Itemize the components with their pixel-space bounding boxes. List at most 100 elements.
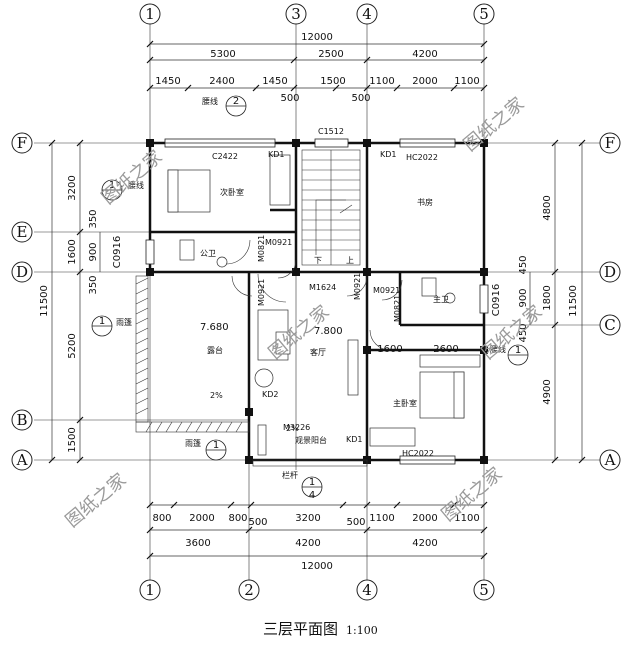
level-living: 7.800 <box>314 326 343 337</box>
tag-m0921-c: M0921 <box>373 286 400 295</box>
dimension-lines <box>51 43 583 557</box>
axis-top-3: 3 <box>291 5 301 23</box>
tag-c2422: C2422 <box>212 152 238 161</box>
room-master-bath: 主卫 <box>433 294 449 304</box>
axis-bottom-5: 5 <box>479 581 489 599</box>
dimension-texts: 12000 5300 2500 4200 1450 2400 1450 1500… <box>152 32 479 572</box>
dim-bot-total: 12000 <box>301 561 333 572</box>
watermark-1: 图纸之家 <box>98 146 167 208</box>
tag-kd1-b: KD1 <box>380 150 397 159</box>
dim-right-450a: 450 <box>518 255 529 274</box>
dim-top-1100a: 1100 <box>369 76 394 87</box>
dim-bot-800a: 800 <box>152 513 171 524</box>
axis-top-4: 4 <box>362 5 372 23</box>
tag-up: 上 <box>346 256 354 265</box>
dim-bot-3600: 3600 <box>185 538 210 549</box>
watermark-5: 图纸之家 <box>62 469 131 531</box>
tag-yaoxian-a: 腰线 <box>202 96 218 106</box>
tag-m0921-a: M0921 <box>265 238 292 247</box>
tag-yupeng-a: 雨篷 <box>116 317 132 327</box>
axis-left-D: D <box>16 263 28 281</box>
dim-bot-2000a: 2000 <box>189 513 214 524</box>
axis-bottom-4: 4 <box>362 581 372 599</box>
detail-callouts <box>91 95 529 498</box>
dim-bot-3200: 3200 <box>295 513 320 524</box>
staircase <box>301 149 361 266</box>
dim-right-4800: 4800 <box>542 195 553 220</box>
dim-top-2500: 2500 <box>318 49 343 60</box>
dim-left-350b: 350 <box>88 275 99 294</box>
axis-bottom-2: 2 <box>244 581 254 599</box>
tag-slope-b: 2% <box>286 424 299 433</box>
dim-bot-500b: 500 <box>346 517 365 528</box>
dim-top-1450b: 1450 <box>262 76 287 87</box>
room-labels: 次卧室 书房 公卫 主卫 露台 客厅 主卧室 观景阳台 <box>200 187 449 445</box>
dim-right-total: 11500 <box>568 285 579 317</box>
watermark-2: 图纸之家 <box>460 93 529 155</box>
dim-top-total: 12000 <box>301 32 333 43</box>
axis-top-1: 1 <box>145 5 155 23</box>
axis-top-5: 5 <box>479 5 489 23</box>
dim-bot-4200b: 4200 <box>412 538 437 549</box>
dim-top-500a: 500 <box>280 93 299 104</box>
window-left-c0916: C0916 <box>112 236 123 268</box>
callout-1b: 1 <box>99 316 105 327</box>
callout-1c: 1 <box>213 440 219 451</box>
callout-1a: 1 <box>109 180 115 191</box>
axis-right-C: C <box>604 316 615 334</box>
tag-m0821-b: M0821 <box>393 295 402 322</box>
dim-top-1100b: 1100 <box>454 76 479 87</box>
tag-down: 下 <box>314 256 322 265</box>
axis-left-B: B <box>16 411 27 429</box>
windows <box>145 138 489 465</box>
tag-yaoxian-b: 腰线 <box>128 180 144 190</box>
tag-yaoxian-c: 腰线 <box>490 344 506 354</box>
callout-4: 4 <box>309 490 315 501</box>
dim-bot-800b: 800 <box>228 513 247 524</box>
axis-right-F: F <box>605 134 615 152</box>
dim-left-1600: 1600 <box>67 239 78 264</box>
dim-top-5300: 5300 <box>210 49 235 60</box>
axis-right-A: A <box>604 451 616 469</box>
dim-inner-2600: 2600 <box>433 344 458 355</box>
vertical-dimension-texts: 11500 3200 1600 5200 1500 350 900 350 C0… <box>39 175 579 452</box>
callout-2: 2 <box>233 96 239 107</box>
tag-hc2022-bottom: HC2022 <box>402 449 434 458</box>
axis-bubbles <box>11 3 621 601</box>
callout-r1: 1 <box>515 345 521 356</box>
axis-left-A: A <box>16 451 28 469</box>
dimension-ticks <box>48 40 586 560</box>
tag-yupeng-b: 雨篷 <box>185 438 201 448</box>
callout-1d: 1 <box>309 477 315 488</box>
dim-left-1500: 1500 <box>67 427 78 452</box>
tag-m1624: M1624 <box>309 283 336 292</box>
dim-right-900: 900 <box>518 288 529 307</box>
dim-top-500b: 500 <box>351 93 370 104</box>
dim-left-3200: 3200 <box>67 175 78 200</box>
dim-left-900: 900 <box>88 242 99 261</box>
room-balcony: 观景阳台 <box>295 435 327 445</box>
dim-top-4200: 4200 <box>412 49 437 60</box>
tag-m0921-d: M0921 <box>353 273 362 300</box>
drawing-scale: 1:100 <box>346 624 378 637</box>
room-guest-bedroom: 次卧室 <box>220 187 244 197</box>
drawing-title: 三层平面图 <box>263 620 339 638</box>
door-swings <box>225 239 403 351</box>
axis-left-F: F <box>17 134 27 152</box>
axis-bottom-1: 1 <box>145 581 155 599</box>
dim-inner-1600: 1600 <box>377 344 402 355</box>
component-tags: C2422 C1512 HC2022 HC2022 KD1 KD1 KD1 KD… <box>116 96 506 480</box>
dim-top-1450a: 1450 <box>155 76 180 87</box>
dim-bot-1100a: 1100 <box>369 513 394 524</box>
room-terrace: 露台 <box>207 345 223 355</box>
dim-top-1500: 1500 <box>320 76 345 87</box>
room-public-bath: 公卫 <box>200 249 216 258</box>
drawing-caption: 三层平面图 1:100 <box>263 618 378 639</box>
detail-callout-labels: 2 1 1 1 4 1 1 <box>99 96 521 501</box>
dim-right-1800: 1800 <box>542 285 553 310</box>
tag-c1512: C1512 <box>318 127 344 136</box>
dim-right-450b: 450 <box>518 323 529 342</box>
dim-top-2000: 2000 <box>412 76 437 87</box>
dim-bot-1100b: 1100 <box>454 513 479 524</box>
dim-bot-4200a: 4200 <box>295 538 320 549</box>
